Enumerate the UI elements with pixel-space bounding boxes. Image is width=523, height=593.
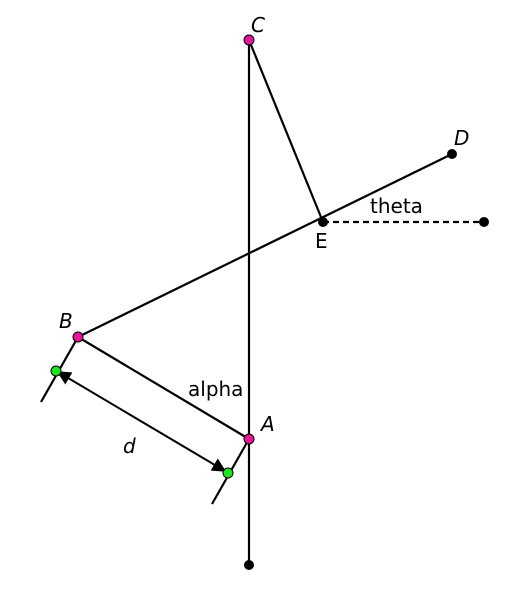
- line-b-d: [77, 153, 453, 338]
- green-point-left: [50, 365, 62, 377]
- point-e: [318, 217, 328, 227]
- label-distance-d: d: [123, 434, 136, 458]
- point-c: [243, 34, 255, 46]
- distance-arrow-d: [56, 371, 227, 472]
- label-a: A: [259, 412, 275, 436]
- label-theta: theta: [370, 194, 423, 218]
- label-alpha: alpha: [188, 377, 243, 401]
- line-c-e: [247, 39, 325, 223]
- green-point-right: [222, 467, 234, 479]
- label-e: E: [315, 229, 328, 253]
- label-c: C: [251, 13, 265, 37]
- point-theta-end: [479, 217, 489, 227]
- point-b: [72, 331, 84, 343]
- label-d: D: [454, 126, 469, 150]
- point-bottom: [244, 560, 254, 570]
- point-a: [243, 433, 255, 445]
- point-d: [447, 149, 457, 159]
- label-b: B: [59, 309, 73, 333]
